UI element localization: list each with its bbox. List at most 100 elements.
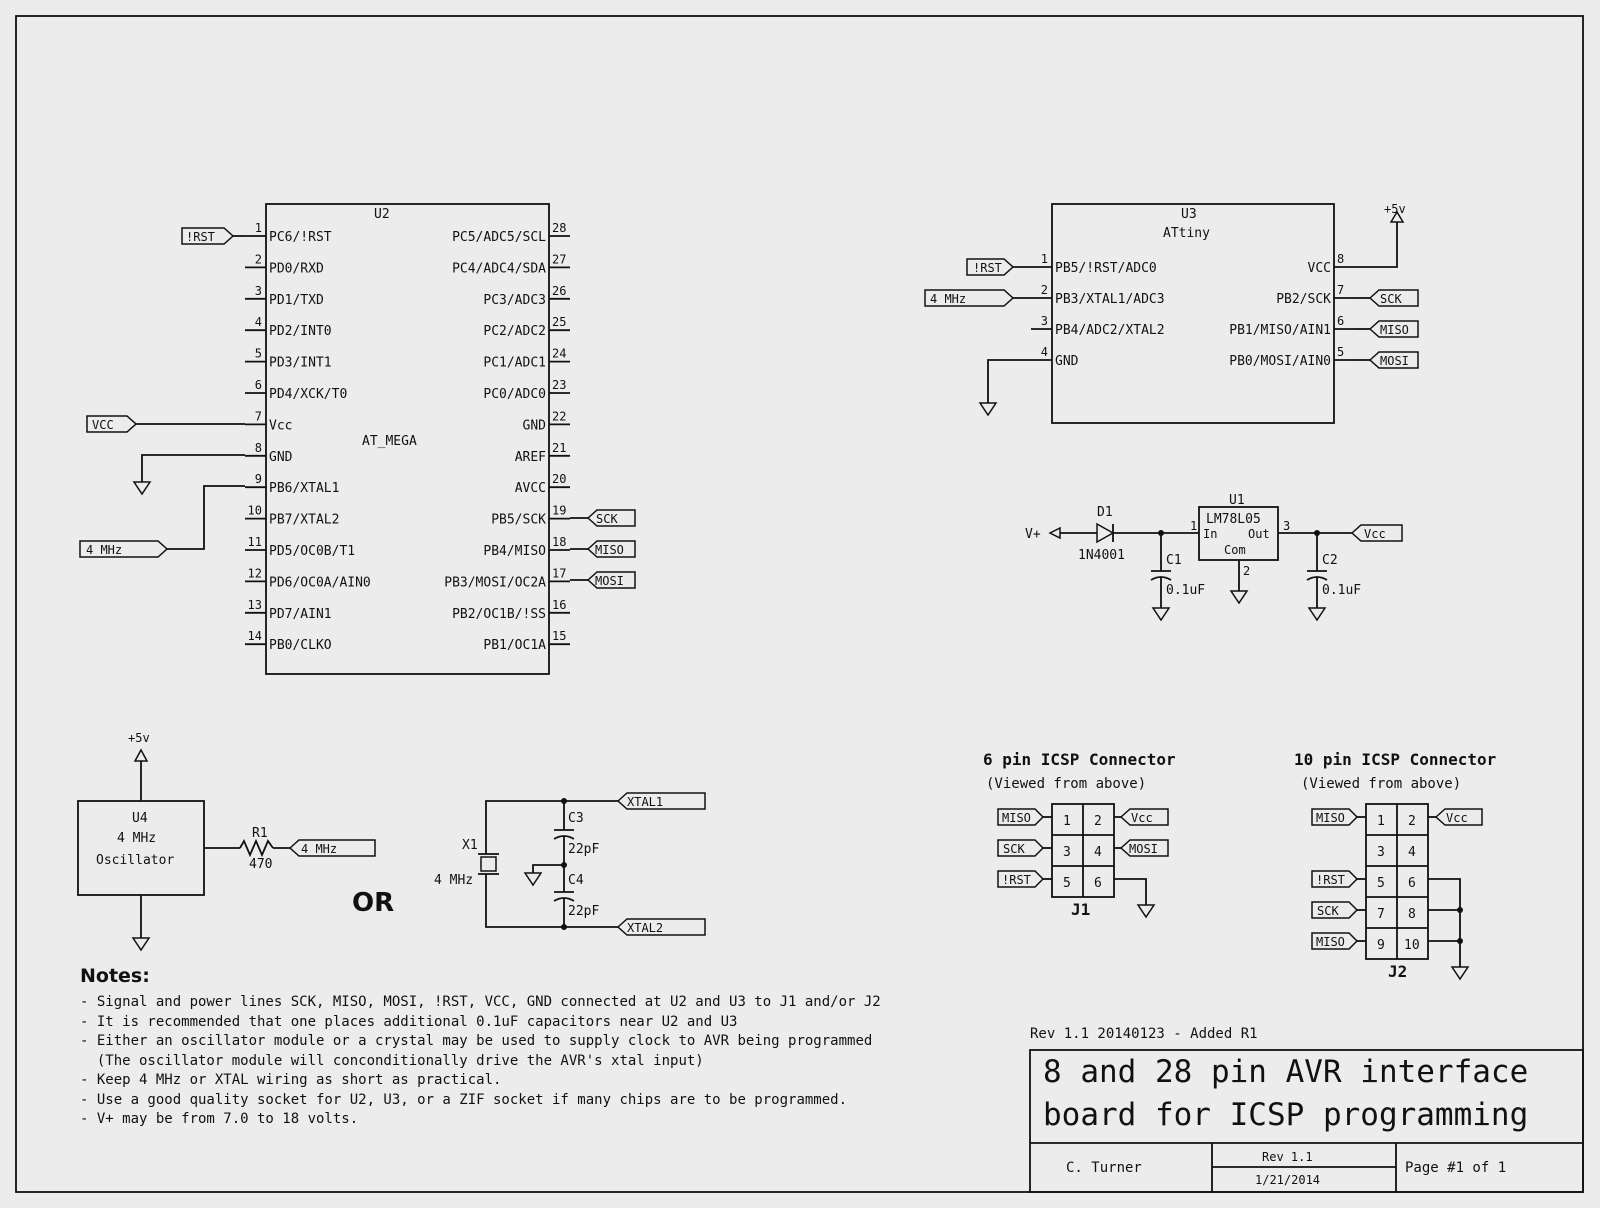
u2-sck-port bbox=[586, 509, 636, 527]
u2-pin-name: PC2/ADC2 bbox=[483, 324, 546, 339]
u2-pin-number: 4 bbox=[255, 315, 262, 329]
or-label: OR bbox=[352, 888, 394, 918]
u3-pin-name: PB3/XTAL1/ADC3 bbox=[1055, 292, 1165, 307]
u2-pin-number: 10 bbox=[248, 504, 262, 518]
u3-pin-number: 7 bbox=[1337, 283, 1344, 297]
author: C. Turner bbox=[1066, 1160, 1142, 1176]
reg-vcc-label: Vcc bbox=[1364, 527, 1386, 541]
u2-pin-name: PD1/TXD bbox=[269, 293, 324, 308]
u2-pin-number: 19 bbox=[552, 504, 566, 518]
j2-miso-top-label: MISO bbox=[1316, 811, 1345, 825]
u3-pin-number: 2 bbox=[1041, 283, 1048, 297]
u2-vcc-port bbox=[86, 415, 138, 433]
xtal1-label: XTAL1 bbox=[627, 795, 663, 809]
u3-rst-port bbox=[966, 258, 1015, 276]
revision-note: Rev 1.1 20140123 - Added R1 bbox=[1030, 1026, 1258, 1042]
j2-pin-6: 6 bbox=[1408, 876, 1416, 891]
u3-power-net: +5v bbox=[1355, 202, 1406, 268]
power-arrow bbox=[133, 748, 149, 762]
u2-pin-name: GND bbox=[269, 450, 293, 465]
u3-pin-name: PB4/ADC2/XTAL2 bbox=[1055, 323, 1165, 338]
u2-pin-name: PD2/INT0 bbox=[269, 324, 332, 339]
u2-4mhz-port bbox=[79, 540, 169, 558]
u2-pin-name: PD0/RXD bbox=[269, 261, 324, 276]
u3-pin-number: 6 bbox=[1337, 314, 1344, 328]
j1-connector: 6 pin ICSP Connector (Viewed from above)… bbox=[983, 750, 1176, 919]
note-line: - Signal and power lines SCK, MISO, MOSI… bbox=[80, 994, 881, 1010]
u1-part: LM78L05 bbox=[1206, 512, 1261, 527]
u3-sck-port bbox=[1368, 289, 1419, 307]
u2-pin-number: 15 bbox=[552, 629, 566, 643]
j1-rst-label: !RST bbox=[1002, 873, 1031, 887]
d1-ref: D1 bbox=[1097, 505, 1113, 520]
c4-ref: C4 bbox=[568, 873, 584, 888]
u2-pin-name: PB7/XTAL2 bbox=[269, 513, 339, 528]
xtal2-label: XTAL2 bbox=[627, 921, 663, 935]
u2-pin-number: 2 bbox=[255, 252, 262, 266]
u3-pin-name: VCC bbox=[1308, 261, 1331, 276]
c1-value: 0.1uF bbox=[1166, 583, 1205, 598]
power-arrow bbox=[1389, 210, 1405, 223]
u3-pin-number: 5 bbox=[1337, 345, 1344, 359]
x1-value: 4 MHz bbox=[434, 873, 473, 888]
u2-name: AT_MEGA bbox=[362, 434, 417, 449]
c1-ref: C1 bbox=[1166, 553, 1182, 568]
u3-pin-name: GND bbox=[1055, 354, 1079, 369]
ground-symbol bbox=[1307, 607, 1327, 622]
c4-value: 22pF bbox=[568, 904, 599, 919]
u1-ref: U1 bbox=[1229, 493, 1245, 508]
page-number: Page #1 of 1 bbox=[1405, 1160, 1506, 1176]
u2-pin-number: 26 bbox=[552, 284, 566, 298]
u3-mosi-label: MOSI bbox=[1380, 354, 1409, 368]
j1-rst-port bbox=[997, 870, 1045, 888]
u3-mosi-port bbox=[1368, 351, 1419, 369]
ground-symbol bbox=[1151, 607, 1171, 622]
title-block: Rev 1.1 20140123 - Added R1 8 and 28 pin… bbox=[1029, 1026, 1584, 1193]
note-line: - It is recommended that one places addi… bbox=[80, 1014, 737, 1030]
j1-mosi-port bbox=[1119, 839, 1169, 857]
reg-vcc-port bbox=[1350, 524, 1403, 542]
j1-mosi-label: MOSI bbox=[1129, 842, 1158, 856]
u3-pin-number: 4 bbox=[1041, 345, 1048, 359]
r1-value: 470 bbox=[249, 857, 272, 872]
j2-pin-9: 9 bbox=[1377, 938, 1385, 953]
j1-subtitle: (Viewed from above) bbox=[986, 776, 1146, 792]
u2-pin-number: 21 bbox=[552, 441, 566, 455]
u2-pin-name: AVCC bbox=[515, 481, 546, 496]
u3-miso-port bbox=[1368, 320, 1419, 338]
u3-pin-name: PB2/SCK bbox=[1276, 292, 1331, 307]
u2-left-pins: 1PC6/!RST2PD0/RXD3PD1/TXD4PD2/INT05PD3/I… bbox=[245, 221, 371, 653]
u3-rst-net: !RST bbox=[966, 258, 1031, 276]
j2-sck-label: SCK bbox=[1317, 904, 1339, 918]
revision: Rev 1.1 bbox=[1262, 1150, 1313, 1164]
u2-pin-name: PD3/INT1 bbox=[269, 356, 332, 371]
u2-mosi-net: MOSI bbox=[570, 571, 636, 589]
j2-pin-5: 5 bbox=[1377, 876, 1385, 891]
u2-pin-number: 27 bbox=[552, 252, 566, 266]
u2-rst-port bbox=[181, 227, 235, 245]
j1-pin-3: 3 bbox=[1063, 845, 1071, 860]
u3-pin-number: 8 bbox=[1337, 252, 1344, 266]
ground-symbol bbox=[1136, 904, 1156, 919]
resistor-r1 bbox=[239, 838, 274, 858]
j2-subtitle: (Viewed from above) bbox=[1301, 776, 1461, 792]
osc-power-label: +5v bbox=[128, 731, 150, 745]
u2-miso-net: MISO bbox=[570, 540, 636, 558]
u2-sck-label: SCK bbox=[596, 512, 618, 526]
u2-mosi-port bbox=[586, 571, 636, 589]
xtal2-port bbox=[616, 918, 706, 936]
u2-mosi-label: MOSI bbox=[595, 574, 624, 588]
j2-rst-port bbox=[1311, 870, 1359, 888]
diode-d1 bbox=[1096, 522, 1115, 544]
j2-vcc-port bbox=[1434, 808, 1483, 826]
u3-rst-label: !RST bbox=[973, 261, 1002, 275]
c3-value: 22pF bbox=[568, 842, 599, 857]
u3-miso-net: MISO bbox=[1355, 320, 1419, 338]
u2-pin-number: 16 bbox=[552, 598, 566, 612]
note-line: (The oscillator module will concondition… bbox=[80, 1053, 704, 1069]
u3-pin-number: 3 bbox=[1041, 314, 1048, 328]
u1-com: Com bbox=[1224, 543, 1246, 557]
u2-chip: U2 AT_MEGA 1PC6/!RST2PD0/RXD3PD1/TXD4PD2… bbox=[245, 203, 570, 675]
j2-connector: 10 pin ICSP Connector (Viewed from above… bbox=[1294, 750, 1496, 981]
